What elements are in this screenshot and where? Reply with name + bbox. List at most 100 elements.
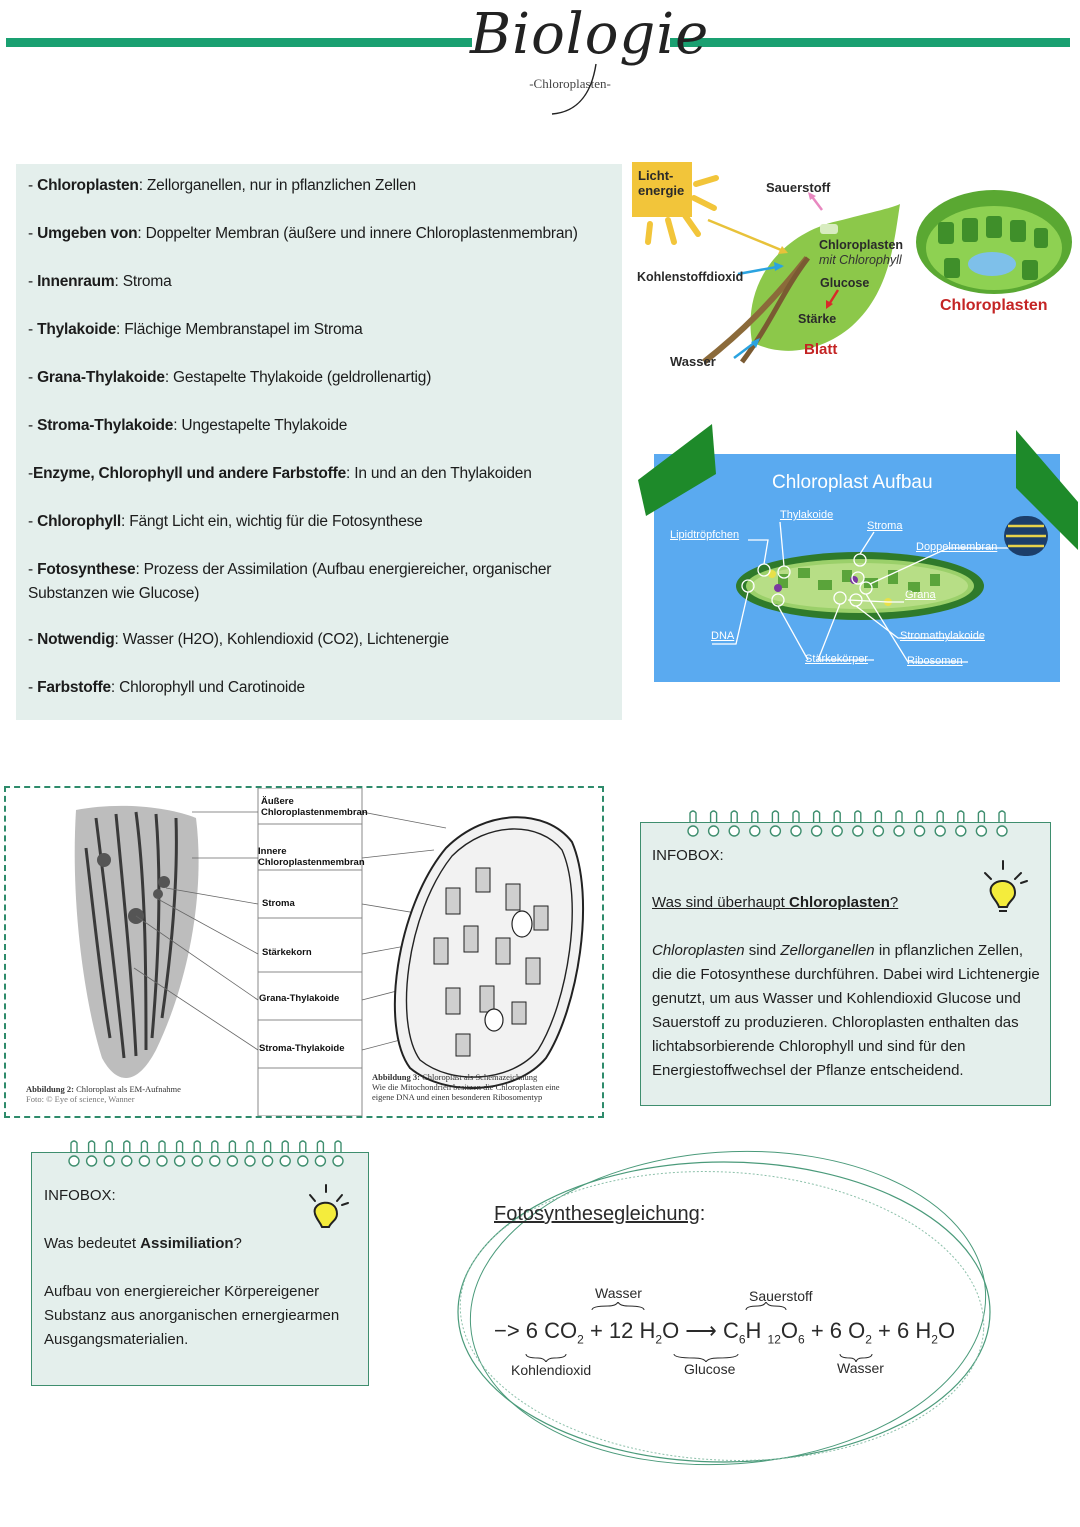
infobox-heading: INFOBOX: bbox=[44, 1187, 116, 1204]
infobox-question: Was sind überhaupt Chloroplasten? bbox=[652, 891, 898, 915]
eq-label-wasser-top: Wasser bbox=[595, 1285, 642, 1301]
em-label-stroma: Stroma bbox=[262, 898, 295, 909]
note-item: - Notwendig: Wasser (H2O), Kohlendioxid … bbox=[28, 628, 613, 652]
aufbau-label-thylakoide: Thylakoide bbox=[780, 509, 834, 521]
note-prefix: - bbox=[28, 631, 38, 648]
em-label-grana: Grana-Thylakoide bbox=[259, 993, 340, 1004]
spiral-binding bbox=[68, 1140, 344, 1167]
eq-label-sauerstoff-top: Sauerstoff bbox=[749, 1288, 813, 1304]
question-bold: Chloroplasten bbox=[789, 894, 890, 911]
spiral-binding bbox=[687, 810, 1008, 837]
note-prefix: - bbox=[28, 177, 38, 194]
note-prefix: - bbox=[28, 369, 38, 386]
aufbau-svg bbox=[638, 424, 1078, 682]
note-definition: : Prozess der Assimilation (Aufbau energ… bbox=[28, 561, 552, 602]
label-chloroplasten-leaf: Chloroplasten bbox=[819, 238, 904, 252]
infobox-chloroplasten: INFOBOX: Was sind überhaupt Chloroplaste… bbox=[640, 810, 1051, 1106]
title-flourish bbox=[551, 63, 597, 115]
note-term: Chloroplasten bbox=[37, 177, 139, 194]
note-item: - Grana-Thylakoide: Gestapelte Thylakoid… bbox=[28, 366, 613, 390]
aufbau-label-lipid: Lipidtröpfchen bbox=[670, 529, 740, 541]
em-caption-2-bold: Abbildung 2: bbox=[26, 1084, 74, 1094]
note-definition: : Wasser (H2O), Kohlendioxid (CO2), Lich… bbox=[114, 631, 450, 648]
question-pre: Was sind überhaupt bbox=[652, 894, 790, 911]
eq-label-wasser-bottom: Wasser bbox=[837, 1360, 884, 1376]
em-figure-svg bbox=[74, 788, 585, 1116]
em-caption-3: Abbildung 3: Chloroplast als Schemazeich… bbox=[372, 1072, 604, 1102]
header-rule-left bbox=[6, 38, 472, 47]
em-label-stroma-thylakoide: Stroma-Thylakoide bbox=[259, 1043, 345, 1054]
note-definition: : Gestapelte Thylakoide (geldrollenartig… bbox=[164, 369, 432, 386]
em-caption-3-line2: Wie die Mitochondrien besitzen die Chlor… bbox=[372, 1082, 560, 1092]
note-item: - Thylakoide: Flächige Membranstapel im … bbox=[28, 318, 613, 342]
note-definition: : Doppelter Membran (äußere und innere C… bbox=[137, 225, 578, 242]
label-sauerstoff: Sauerstoff bbox=[766, 180, 831, 195]
question-post: ? bbox=[889, 894, 899, 911]
label-mit-chlorophyll: mit Chlorophyll bbox=[819, 253, 902, 267]
infobox-question: Was bedeutet Assimiliation? bbox=[44, 1232, 242, 1256]
note-term: Chlorophyll bbox=[37, 513, 121, 530]
aufbau-label-ribosomen: Ribosomen bbox=[907, 655, 963, 667]
infobox-assimilation: INFOBOX: Was bedeutet Assimiliation? Auf… bbox=[31, 1140, 369, 1386]
note-term: Innenraum bbox=[37, 273, 115, 290]
equation-title-text: Fotosynthesegleichung bbox=[494, 1203, 700, 1225]
note-definition: : Chlorophyll und Carotinoide bbox=[110, 679, 305, 696]
note-term: Stroma-Thylakoide bbox=[37, 417, 174, 434]
aufbau-label-staerkekoerper: Stärkekörper bbox=[805, 653, 868, 665]
page-subtitle: -Chloroplasten- bbox=[529, 76, 611, 91]
note-term: Grana-Thylakoide bbox=[37, 369, 165, 386]
em-figure: Äußere Chloroplastenmembran Innere Chlor… bbox=[4, 786, 604, 1118]
note-definition: : Fängt Licht ein, wichtig für die Fotos… bbox=[120, 513, 423, 530]
note-prefix: - bbox=[28, 225, 38, 242]
equation-braces bbox=[525, 1302, 873, 1362]
em-label-aeussere: Äußere Chloroplastenmembran bbox=[261, 796, 368, 818]
label-glucose: Glucose bbox=[820, 276, 870, 290]
infobox-body: Chloroplasten sind Zellorganellen in pfl… bbox=[652, 939, 1044, 1083]
aufbau-figure: Chloroplast Aufbau Thylakoide Stroma Lip… bbox=[638, 424, 1078, 692]
eq-label-glucose: Glucose bbox=[684, 1361, 736, 1377]
note-term: Notwendig bbox=[37, 631, 115, 648]
eq-label-kohlendioxid: Kohlendioxid bbox=[511, 1362, 592, 1378]
aufbau-label-doppelmembran: Doppelmembran bbox=[916, 541, 998, 553]
body-text-1: sind bbox=[744, 942, 781, 959]
note-term: Umgeben von bbox=[37, 225, 138, 242]
page-title: Biologie bbox=[470, 2, 710, 67]
note-prefix: - bbox=[28, 321, 38, 338]
note-prefix: - bbox=[28, 679, 38, 696]
equation-title: Fotosynthesegleichung: bbox=[494, 1203, 705, 1226]
note-definition: : In und an den Thylakoiden bbox=[346, 465, 532, 482]
note-item: - Stroma-Thylakoide: Ungestapelte Thylak… bbox=[28, 414, 613, 438]
note-item: - Chloroplasten: Zellorganellen, nur in … bbox=[28, 174, 613, 198]
body-text-2: in pflanzlichen Zellen, die die Fotosynt… bbox=[652, 942, 1040, 1079]
note-item: - Farbstoffe: Chlorophyll und Carotinoid… bbox=[28, 676, 613, 700]
em-caption-3-bold: Abbildung 3: bbox=[372, 1072, 420, 1082]
note-prefix: - bbox=[28, 513, 38, 530]
label-chloroplasten-big: Chloroplasten bbox=[940, 297, 1048, 314]
note-definition: : Stroma bbox=[114, 273, 172, 290]
note-item: - Fotosynthese: Prozess der Assimilation… bbox=[28, 558, 613, 606]
equation-oval bbox=[457, 1150, 991, 1466]
note-item: -Enzyme, Chlorophyll und andere Farbstof… bbox=[28, 462, 613, 486]
note-prefix: - bbox=[28, 273, 38, 290]
note-term: Farbstoffe bbox=[37, 679, 111, 696]
em-label-innere: Innere Chloroplastenmembran bbox=[258, 846, 365, 868]
aufbau-label-grana: Grana bbox=[905, 589, 936, 601]
notes-box: - Chloroplasten: Zellorganellen, nur in … bbox=[16, 164, 622, 720]
em-caption-2-source: Foto: © Eye of science, Wanner bbox=[26, 1094, 135, 1104]
label-kohlenstoffdioxid: Kohlenstoffdioxid bbox=[637, 270, 744, 284]
em-label-staerkekorn: Stärkekorn bbox=[262, 947, 312, 958]
note-item: - Umgeben von: Doppelter Membran (äußere… bbox=[28, 222, 613, 246]
header-rule-right bbox=[670, 38, 1070, 47]
note-term: Fotosynthese bbox=[37, 561, 136, 578]
aufbau-title: Chloroplast Aufbau bbox=[772, 472, 933, 493]
label-staerke: Stärke bbox=[798, 312, 837, 326]
note-item: - Innenraum: Stroma bbox=[28, 270, 613, 294]
note-term: Enzyme, Chlorophyll und andere Farbstoff… bbox=[32, 465, 347, 482]
note-prefix: - bbox=[28, 417, 38, 434]
note-definition: : Zellorganellen, nur in pflanzlichen Ze… bbox=[138, 177, 416, 194]
label-licht1: Licht- bbox=[638, 168, 674, 183]
body-italic-2: Zellorganellen bbox=[780, 942, 875, 959]
note-definition: : Ungestapelte Thylakoide bbox=[173, 417, 348, 434]
question-pre: Was bedeutet bbox=[44, 1235, 141, 1252]
question-bold: Assimiliation bbox=[140, 1235, 234, 1252]
